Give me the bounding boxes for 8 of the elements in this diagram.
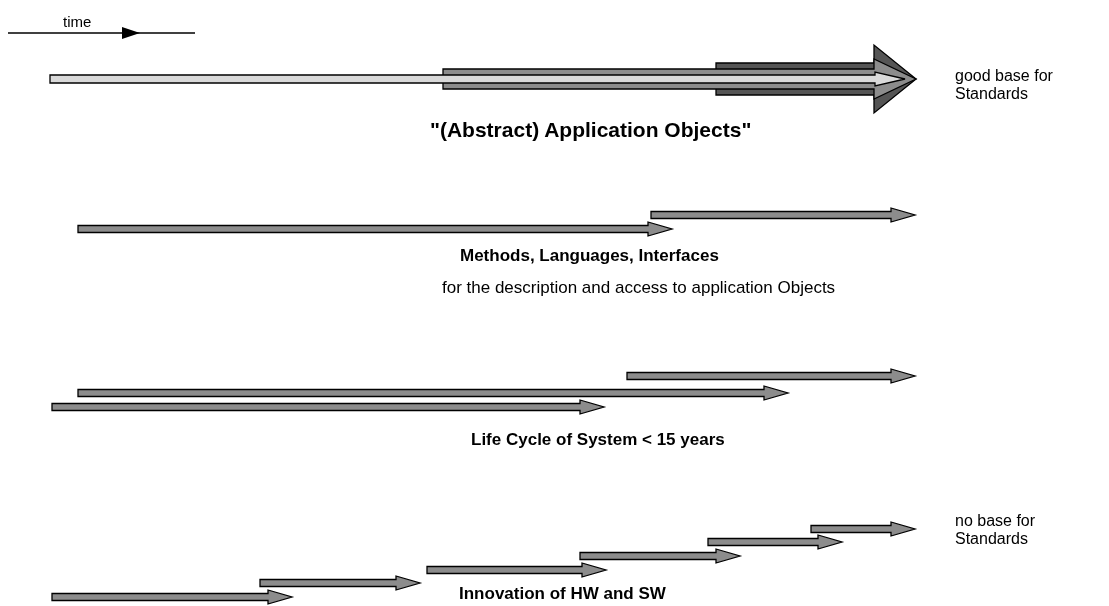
section-title: Life Cycle of System < 15 years (471, 430, 725, 450)
section-title: "(Abstract) Application Objects" (430, 118, 752, 143)
axis-label: time (63, 13, 92, 31)
note-text: no base for Standards (955, 512, 1037, 549)
section-subtitle: for the description and access to application Objects (442, 278, 836, 298)
section-title: Methods, Languages, Interfaces (460, 246, 719, 266)
note-text: good base for Standards (955, 67, 1054, 104)
section-title: Innovation of HW and SW (459, 584, 666, 604)
